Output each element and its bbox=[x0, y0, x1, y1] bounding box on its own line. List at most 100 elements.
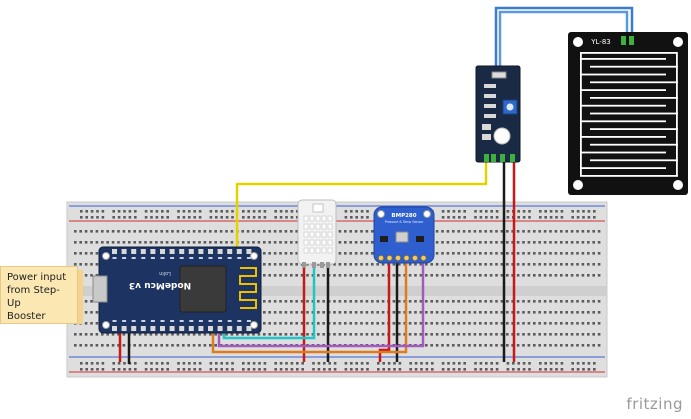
breadboard-hole bbox=[403, 274, 406, 277]
breadboard-hole bbox=[155, 333, 158, 336]
breadboard-hole bbox=[398, 263, 401, 266]
breadboard-hole bbox=[84, 311, 88, 314]
rain-trace bbox=[590, 143, 678, 146]
breadboard-hole bbox=[365, 300, 369, 303]
breadboard-hole bbox=[193, 368, 196, 371]
breadboard-hole bbox=[284, 311, 288, 314]
breadboard-hole bbox=[517, 216, 520, 219]
breadboard-hole bbox=[79, 241, 82, 244]
breadboard-hole bbox=[155, 230, 158, 233]
breadboard-hole bbox=[473, 230, 477, 233]
smd-part bbox=[484, 84, 496, 88]
breadboard-hole bbox=[360, 368, 364, 371]
breadboard-hole bbox=[377, 368, 380, 371]
breadboard-hole bbox=[95, 322, 99, 325]
breadboard-hole bbox=[323, 362, 326, 365]
breadboard-hole bbox=[495, 344, 498, 347]
breadboard-hole bbox=[285, 216, 288, 219]
breadboard-hole bbox=[150, 216, 153, 219]
breadboard-hole bbox=[457, 344, 460, 347]
breadboard-hole bbox=[263, 274, 266, 277]
breadboard-hole bbox=[597, 300, 601, 303]
breadboard-hole bbox=[587, 230, 590, 233]
breadboard-hole bbox=[570, 274, 574, 277]
breadboard-hole bbox=[581, 230, 585, 233]
breadboard-hole bbox=[419, 311, 423, 314]
breadboard-hole bbox=[581, 311, 585, 314]
nodemcu-pin bbox=[246, 249, 252, 254]
breadboard-hole bbox=[597, 344, 601, 347]
breadboard-hole bbox=[549, 344, 552, 347]
breadboard-hole bbox=[268, 263, 271, 266]
breadboard-hole bbox=[500, 300, 504, 303]
breadboard-hole bbox=[468, 311, 471, 314]
breadboard-hole bbox=[144, 216, 148, 219]
breadboard-hole bbox=[543, 241, 547, 244]
smd-part bbox=[482, 124, 491, 130]
breadboard-hole bbox=[446, 274, 450, 277]
breadboard-hole bbox=[425, 263, 428, 266]
breadboard-hole bbox=[323, 368, 326, 371]
breadboard-hole bbox=[554, 263, 558, 266]
breadboard-hole bbox=[533, 344, 536, 347]
breadboard-hole bbox=[160, 333, 163, 336]
breadboard-hole bbox=[263, 263, 266, 266]
breadboard-hole bbox=[452, 274, 455, 277]
dht-grill-slot bbox=[303, 231, 309, 238]
breadboard-hole bbox=[490, 362, 493, 365]
breadboard-hole bbox=[285, 210, 288, 213]
breadboard-hole bbox=[182, 230, 185, 233]
breadboard-hole bbox=[387, 362, 391, 365]
breadboard-hole bbox=[284, 263, 288, 266]
nodemcu-pin-label-mark bbox=[170, 257, 175, 259]
breadboard-hole bbox=[398, 300, 401, 303]
breadboard-hole bbox=[381, 263, 385, 266]
breadboard-hole bbox=[543, 333, 547, 336]
breadboard-hole bbox=[333, 368, 337, 371]
breadboard-hole bbox=[435, 344, 439, 347]
breadboard-hole bbox=[365, 241, 369, 244]
breadboard-hole bbox=[225, 216, 229, 219]
breadboard-hole bbox=[571, 210, 574, 213]
nodemcu-pin bbox=[198, 326, 204, 331]
breadboard-hole bbox=[344, 300, 347, 303]
breadboard-hole bbox=[468, 263, 471, 266]
breadboard-hole bbox=[587, 210, 591, 213]
breadboard-hole bbox=[506, 274, 509, 277]
breadboard-hole bbox=[263, 230, 266, 233]
breadboard-hole bbox=[263, 362, 267, 365]
breadboard-hole bbox=[549, 252, 552, 255]
nodemcu-pin-label-mark bbox=[208, 320, 213, 322]
breadboard-hole bbox=[516, 311, 520, 314]
breadboard-hole bbox=[587, 241, 590, 244]
bmp280-label: BMP280 bbox=[391, 213, 416, 219]
breadboard-hole bbox=[74, 230, 77, 233]
breadboard-hole bbox=[84, 333, 88, 336]
breadboard-hole bbox=[85, 210, 88, 213]
breadboard-hole bbox=[485, 368, 488, 371]
breadboard-hole bbox=[150, 368, 153, 371]
breadboard-hole bbox=[79, 230, 82, 233]
wires bbox=[118, 6, 634, 364]
breadboard-hole bbox=[441, 333, 444, 336]
breadboard-hole bbox=[79, 252, 82, 255]
breadboard-hole bbox=[479, 274, 482, 277]
breadboard-hole bbox=[355, 368, 358, 371]
breadboard-hole bbox=[576, 274, 579, 277]
breadboard-hole bbox=[225, 333, 228, 336]
breadboard-hole bbox=[366, 368, 369, 371]
wire-blue-rain-2 bbox=[498, 10, 629, 78]
breadboard-hole bbox=[538, 274, 541, 277]
nodemcu-pin bbox=[179, 249, 185, 254]
breadboard-hole bbox=[409, 368, 412, 371]
breadboard-hole bbox=[214, 230, 217, 233]
breadboard-hole bbox=[295, 241, 298, 244]
breadboard-hole bbox=[111, 241, 115, 244]
breadboard-hole bbox=[511, 300, 514, 303]
note-line: Power input bbox=[7, 272, 67, 283]
breadboard-hole bbox=[593, 368, 596, 371]
breadboard-hole bbox=[101, 344, 104, 347]
breadboard-hole bbox=[371, 274, 374, 277]
breadboard-hole bbox=[527, 274, 531, 277]
breadboard-hole bbox=[220, 216, 223, 219]
